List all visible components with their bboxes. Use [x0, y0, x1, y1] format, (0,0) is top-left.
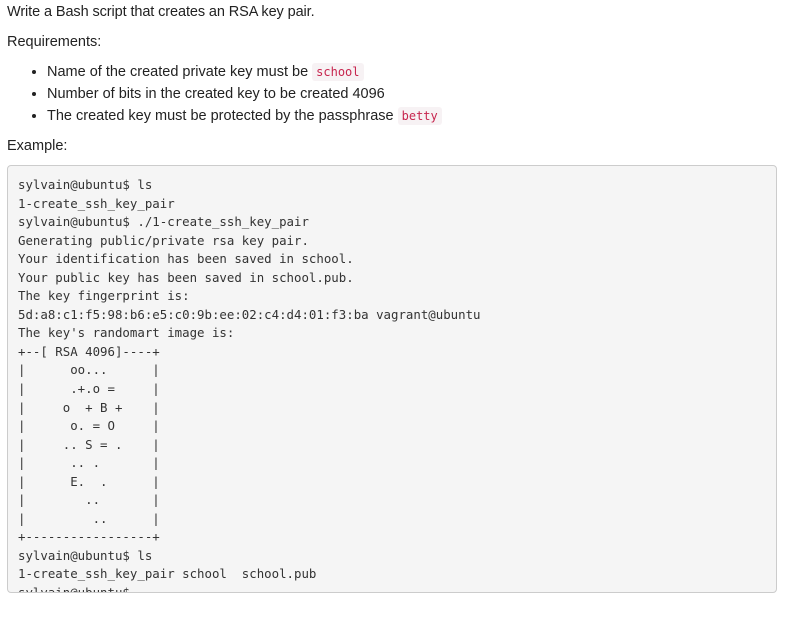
terminal-line: | oo... |	[18, 362, 160, 378]
requirement-text: Name of the created private key must be	[47, 64, 313, 80]
terminal-line: +--[ RSA 4096]----+	[18, 343, 160, 359]
terminal-line: 5d:a8:c1:f5:98:b6:e5:c0:9b:ee:02:c4:d4:0…	[18, 306, 481, 322]
terminal-line: sylvain@ubuntu$ ls	[18, 547, 153, 563]
terminal-line: sylvain@ubuntu$ ./1-create_ssh_key_pair	[18, 214, 309, 230]
terminal-line: | o + B + |	[18, 399, 160, 415]
inline-code: school	[312, 63, 364, 81]
requirement-item: The created key must be protected by the…	[47, 106, 800, 126]
terminal-line: +-----------------+	[18, 529, 160, 545]
terminal-line: The key fingerprint is:	[18, 288, 190, 304]
terminal-line: | .. S = . |	[18, 436, 160, 452]
terminal-line: 1-create_ssh_key_pair	[18, 195, 175, 211]
task-description: Write a Bash script that creates an RSA …	[0, 0, 807, 593]
terminal-line: Your identification has been saved in sc…	[18, 251, 354, 267]
requirements-list: Name of the created private key must be …	[7, 62, 800, 126]
terminal-line: | E. . |	[18, 473, 160, 489]
requirement-text: Number of bits in the created key to be …	[47, 86, 385, 102]
terminal-line: Generating public/private rsa key pair.	[18, 232, 309, 248]
terminal-line: sylvain@ubuntu$	[18, 585, 130, 593]
terminal-line: | .. |	[18, 492, 160, 508]
terminal-line: Your public key has been saved in school…	[18, 269, 354, 285]
task-intro: Write a Bash script that creates an RSA …	[7, 4, 315, 20]
requirement-item: Name of the created private key must be …	[47, 62, 800, 82]
example-label: Example:	[7, 138, 68, 154]
terminal-line: | o. = O |	[18, 418, 160, 434]
terminal-line: | .. . |	[18, 455, 160, 471]
requirement-text: The created key must be protected by the…	[47, 108, 398, 124]
terminal-line: sylvain@ubuntu$ ls	[18, 177, 153, 192]
inline-code: betty	[397, 107, 442, 125]
requirement-item: Number of bits in the created key to be …	[47, 84, 800, 104]
terminal-line: | .+.o = |	[18, 381, 160, 397]
requirements-label: Requirements:	[7, 34, 102, 50]
terminal-line: The key's randomart image is:	[18, 325, 235, 341]
terminal-line: | .. |	[18, 510, 160, 526]
terminal-line: 1-create_ssh_key_pair school school.pub	[18, 566, 317, 582]
